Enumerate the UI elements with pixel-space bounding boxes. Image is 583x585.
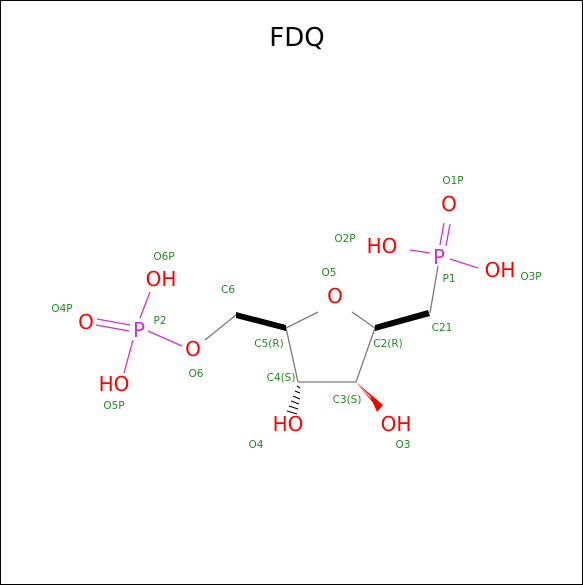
wedge-c5-c6 bbox=[236, 312, 286, 331]
diagram-title: FDQ bbox=[269, 23, 324, 53]
bond-o5-c2 bbox=[351, 311, 376, 329]
label-c2: C2(R) bbox=[373, 338, 403, 350]
label-c21: C21 bbox=[432, 322, 453, 334]
bond-c6-o6 bbox=[204, 314, 237, 341]
label-o1p: O1P bbox=[442, 175, 463, 187]
bond-p1-o3p bbox=[449, 258, 479, 269]
p1-bonds bbox=[409, 222, 479, 269]
atom-oh-o3: OH bbox=[381, 412, 412, 436]
label-o2p: O2P bbox=[334, 233, 355, 245]
atom-p1: P bbox=[433, 245, 445, 269]
bond-p1-o1p-a bbox=[439, 222, 445, 246]
bond-p2-o6 bbox=[147, 330, 183, 347]
label-c3: C3(S) bbox=[333, 394, 362, 406]
label-o3p: O3P bbox=[520, 271, 541, 283]
label-c5: C5(R) bbox=[254, 338, 284, 350]
atom-o5: O bbox=[327, 284, 343, 308]
atom-o1p: O bbox=[441, 192, 457, 216]
label-o6p: O6P bbox=[153, 251, 174, 263]
label-o5: O5 bbox=[322, 267, 337, 279]
bond-p2-o6p bbox=[139, 291, 151, 319]
p2-bonds bbox=[95, 291, 183, 374]
label-p2: P2 bbox=[153, 315, 166, 327]
bond-c2-c3 bbox=[355, 327, 376, 383]
bond-o5-c5 bbox=[285, 311, 319, 329]
label-o4p: O4P bbox=[51, 303, 72, 315]
wedge-c2-c21 bbox=[375, 310, 430, 331]
label-c6: C6 bbox=[221, 284, 235, 296]
wedge-c3-o3-shade bbox=[356, 382, 381, 410]
label-c4: C4(S) bbox=[267, 372, 296, 384]
label-o3: O3 bbox=[396, 439, 411, 451]
label-p1: P1 bbox=[442, 273, 455, 285]
ring-bonds bbox=[285, 311, 376, 383]
bond-p2-o4p-a bbox=[96, 318, 131, 326]
wedge-c3-o3 bbox=[356, 382, 383, 412]
atom-oh-o3p: OH bbox=[485, 258, 516, 282]
atom-symbols: O HO P O OH OH O P O HO HO OH bbox=[78, 192, 515, 436]
bond-c4-c5 bbox=[285, 327, 299, 383]
atom-labels: O1P O2P P1 O3P O5 C21 C2(R) C5(R) C4(S) … bbox=[51, 175, 541, 451]
bond-p1-o1p-b bbox=[445, 223, 451, 247]
atom-oh-o5p: HO bbox=[99, 372, 130, 396]
atom-oh-o6p: OH bbox=[146, 267, 177, 291]
atom-oh-o4: HO bbox=[273, 412, 304, 436]
atom-oh-o2p: HO bbox=[367, 234, 398, 258]
hash-c4-o4 bbox=[286, 385, 301, 415]
bond-p2-o5p bbox=[123, 339, 134, 374]
label-o6: O6 bbox=[189, 368, 204, 380]
atom-p2: P bbox=[133, 318, 145, 342]
bond-p2-o4p-b bbox=[95, 324, 130, 332]
atom-o6: O bbox=[185, 337, 201, 361]
bond-c21-p1 bbox=[429, 265, 439, 314]
label-o5p: O5P bbox=[103, 400, 124, 412]
bond-p1-o2p bbox=[409, 249, 431, 254]
label-o4: O4 bbox=[249, 439, 264, 451]
atom-o4p: O bbox=[78, 310, 94, 334]
